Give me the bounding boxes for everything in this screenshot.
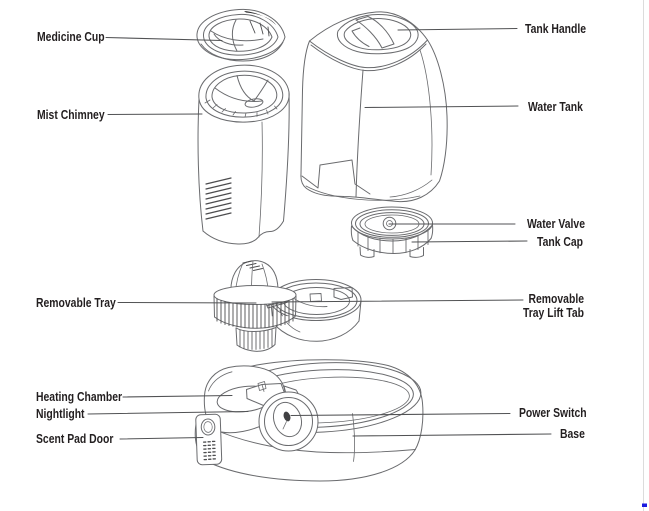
leader-base	[352, 433, 552, 437]
scent-pad-door-drawing	[195, 413, 223, 466]
leader-mist-chimney	[107, 113, 203, 116]
tank-handle-drawing	[336, 14, 419, 55]
label-medicine-cup: Medicine Cup	[37, 29, 105, 44]
leader-tank-handle	[397, 27, 518, 31]
removable-tray-drawing	[213, 260, 362, 352]
label-water-valve: Water Valve	[527, 216, 586, 231]
medicine-cup-drawing	[196, 8, 286, 62]
leader-water-tank	[364, 105, 519, 109]
nightlight-lens	[283, 411, 291, 422]
medicine-cup-shaded-rim	[244, 11, 276, 25]
base-drawing	[194, 359, 424, 482]
label-nightlight: Nightlight	[36, 406, 85, 421]
label-base: Base	[560, 426, 585, 441]
leader-power-switch	[290, 412, 511, 417]
label-power-switch: Power Switch	[519, 405, 587, 420]
label-scent-pad-door: Scent Pad Door	[36, 431, 114, 446]
leader-removable-tray-lift-tab	[271, 299, 524, 303]
tray-tower-drawing	[213, 260, 297, 352]
label-heating-chamber: Heating Chamber	[36, 389, 123, 404]
scent-pad-vent-holes	[202, 440, 217, 461]
corner-mark	[642, 503, 647, 507]
label-removable-tray: Removable Tray	[36, 295, 116, 310]
tray-collar-ribs	[216, 298, 294, 329]
leader-tank-cap	[411, 240, 528, 243]
label-mist-chimney: Mist Chimney	[37, 107, 105, 122]
label-removable-tray-lift-tab-line1: Removable	[528, 291, 585, 306]
leader-medicine-cup	[105, 36, 223, 42]
water-tank-drawing	[300, 11, 448, 203]
mist-chimney-drawing	[197, 64, 290, 245]
leader-heating-chamber	[122, 394, 233, 398]
leader-lines	[87, 27, 552, 440]
leader-scent-pad-door	[119, 436, 204, 440]
label-tank-cap: Tank Cap	[537, 234, 584, 249]
label-tank-handle: Tank Handle	[525, 21, 587, 36]
chimney-vent-slats	[205, 177, 232, 220]
label-removable-tray-lift-tab: Removable Tray Lift Tab	[523, 292, 584, 319]
leader-removable-tray	[117, 301, 257, 304]
tank-cap-drawing	[350, 206, 434, 258]
label-removable-tray-lift-tab-line2: Tray Lift Tab	[522, 304, 584, 320]
power-switch-drawing	[258, 391, 319, 452]
label-water-tank: Water Tank	[528, 99, 583, 114]
leader-nightlight	[87, 410, 249, 415]
